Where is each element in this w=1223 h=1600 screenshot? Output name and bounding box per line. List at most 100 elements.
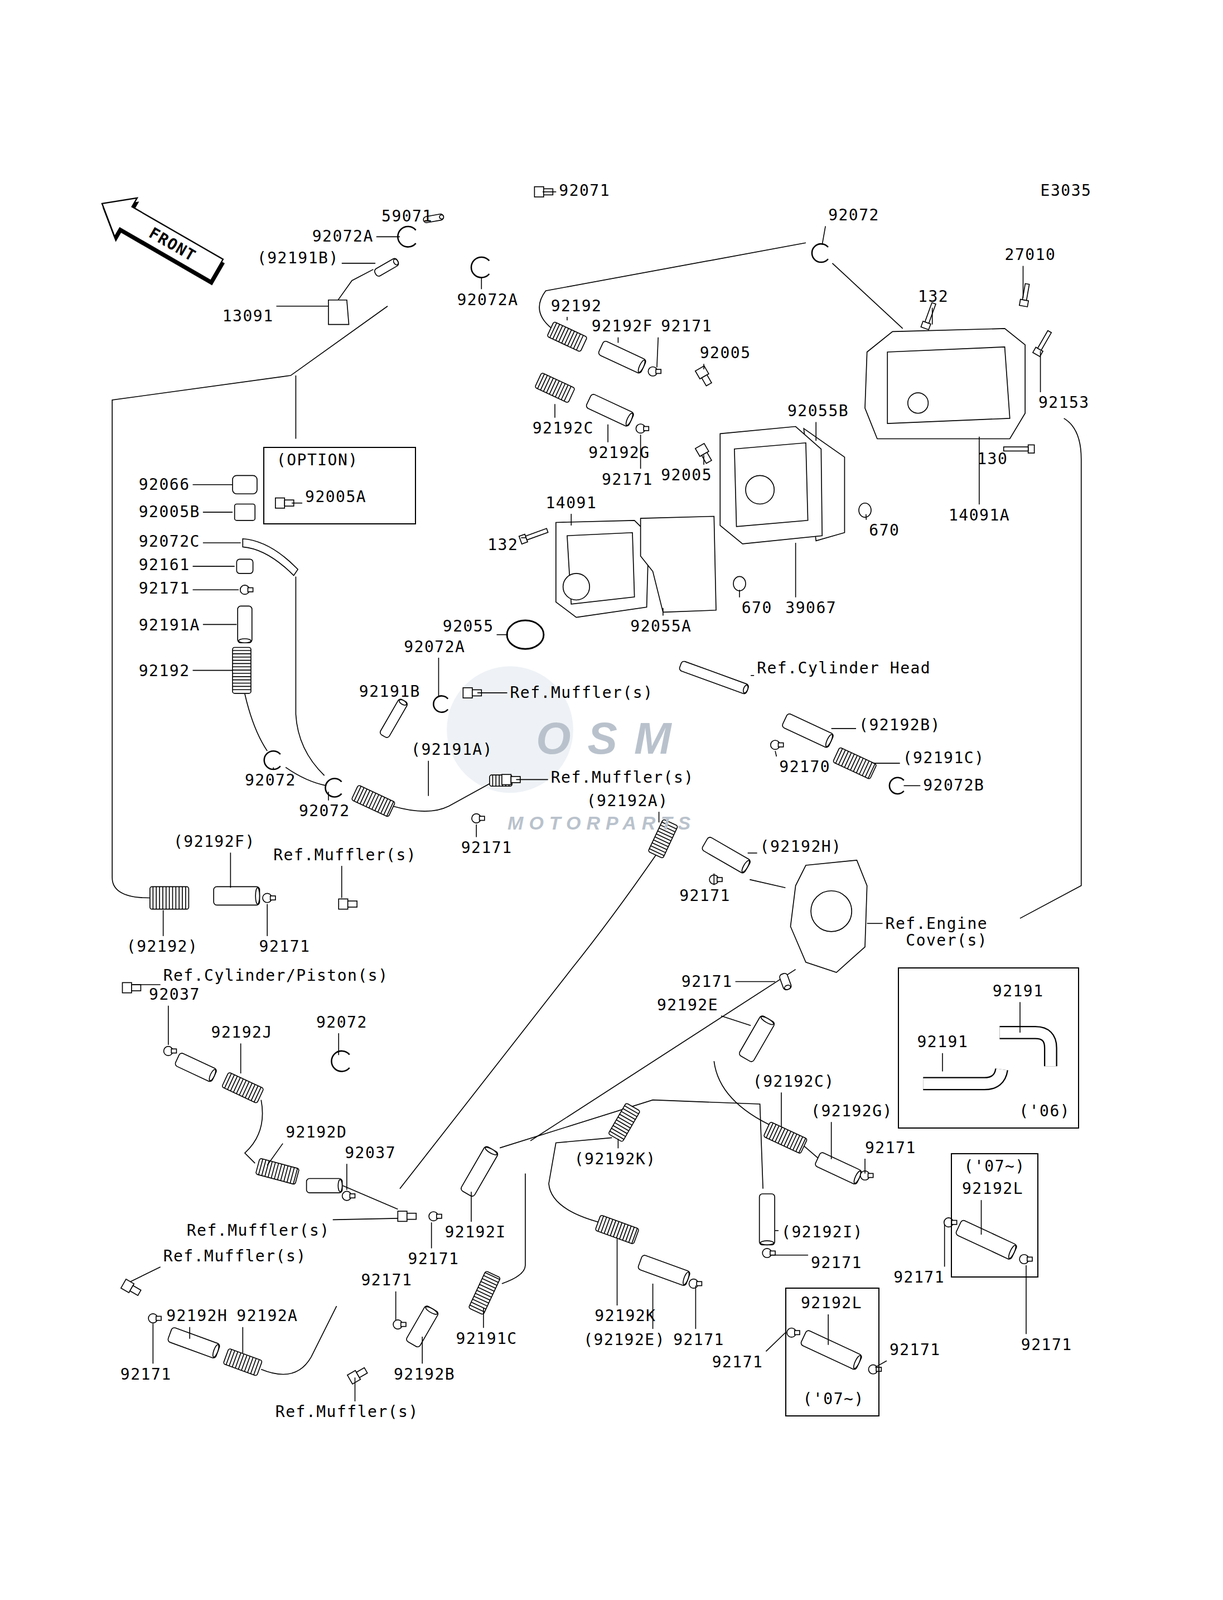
box-text: 92192L [962, 1180, 1024, 1198]
front-arrow-shadow [92, 188, 230, 294]
leader-line [865, 514, 867, 520]
callout-number: 92191C [456, 1329, 518, 1347]
hose-outline [597, 340, 647, 374]
hose-clamp [860, 1170, 874, 1180]
variant-heading: (OPTION) [276, 451, 359, 470]
leader-line [941, 1052, 944, 1072]
clamp-tab [794, 1330, 800, 1334]
callout-number: (92191B) [257, 249, 340, 267]
hose-clamp [428, 1211, 442, 1221]
corrugated-hose [232, 647, 251, 694]
leader-line [703, 455, 705, 465]
leader-line [750, 674, 754, 676]
hose-clamp [342, 1190, 356, 1200]
variant-box: (OPTION)92005A [263, 446, 417, 525]
leader-line [1022, 266, 1024, 298]
hose-end [624, 412, 635, 427]
fitting-nipple [356, 1367, 368, 1378]
leader-line [192, 484, 233, 486]
hose-rib [241, 1354, 248, 1370]
hose-rib [233, 1077, 241, 1093]
leader-line [542, 191, 557, 193]
callout-number: (92192C) [752, 1072, 835, 1090]
hose-end [238, 638, 251, 643]
hose-rib [482, 1278, 498, 1285]
hose-outline [468, 1270, 501, 1315]
hose-outline [534, 372, 575, 403]
fitting-nipple [129, 1284, 142, 1295]
fitting-body [338, 898, 348, 909]
clamp-tab [951, 1220, 957, 1225]
hose-rib [479, 1283, 495, 1291]
hose-clamp [762, 1248, 776, 1258]
valve-cover [719, 426, 823, 544]
callout-number: 92055A [630, 617, 692, 636]
leader-line [230, 852, 232, 888]
callout-number: (92192H) [760, 838, 843, 856]
hose-rib [847, 753, 855, 770]
hose-end [484, 1145, 499, 1156]
hose-rib [543, 376, 551, 392]
clamp-band [471, 813, 481, 823]
callout-number: 92170 [779, 758, 831, 776]
hose [781, 712, 834, 749]
callout-number: 92171 [461, 839, 513, 857]
leader-line [354, 1376, 356, 1401]
leader-line [346, 1163, 348, 1189]
circlip [264, 750, 281, 770]
hose-rib [230, 1075, 238, 1091]
fitting-nipple [284, 499, 294, 506]
hose-end [337, 1178, 342, 1192]
leader-line [431, 1221, 433, 1248]
hose-clamp [709, 874, 723, 884]
leader-line [822, 225, 826, 245]
leader-line [202, 624, 237, 626]
clamp-band [762, 1248, 772, 1258]
callout-number: 92072A [312, 228, 374, 246]
box-text: ('06) [1018, 1102, 1071, 1120]
hose-rib [277, 1163, 283, 1180]
fitting-body [695, 365, 709, 379]
callout-number: 92171 [712, 1352, 764, 1371]
clamp-band [868, 1364, 878, 1374]
hose-rib [781, 1129, 789, 1145]
hose-rib [264, 1160, 270, 1177]
clamp-band [262, 892, 272, 902]
hose-rib [224, 1072, 232, 1089]
elbow-hose-fill [999, 1032, 1051, 1066]
hose [678, 660, 750, 695]
callout-number: 92171 [408, 1250, 460, 1268]
hose-rib [232, 663, 251, 665]
callout-number: 92192F [591, 317, 654, 336]
hose-rib [250, 1085, 258, 1101]
hose-rib [253, 1359, 260, 1375]
leader-line [738, 589, 741, 598]
fitting [462, 687, 482, 698]
hose-rib [564, 329, 572, 345]
routing-line [1020, 418, 1082, 918]
o-ring [858, 503, 872, 518]
hose [237, 605, 253, 643]
hose-clamp [148, 1313, 162, 1323]
hose-rib [793, 1134, 800, 1150]
hose-rib [766, 1122, 773, 1138]
leader-line [337, 1032, 340, 1055]
hose-rib [795, 1136, 803, 1152]
hose-end [424, 1304, 439, 1316]
callout-number: 92171 [120, 1365, 172, 1383]
hose-rib [772, 1125, 780, 1141]
leader-line [192, 588, 239, 591]
leader-line [713, 873, 715, 886]
circlip [397, 226, 416, 248]
leader-line [332, 1217, 399, 1220]
hose-clamp [786, 1327, 800, 1337]
hose-outline [223, 1347, 263, 1376]
fitting-body [534, 186, 544, 197]
leader-line [1040, 350, 1042, 393]
clamp-tab [156, 1315, 162, 1320]
hose [167, 1326, 221, 1358]
bolt-head [519, 534, 528, 545]
routing-line [295, 576, 325, 776]
hose-rib [625, 1225, 632, 1241]
hose-end [1007, 1244, 1017, 1259]
